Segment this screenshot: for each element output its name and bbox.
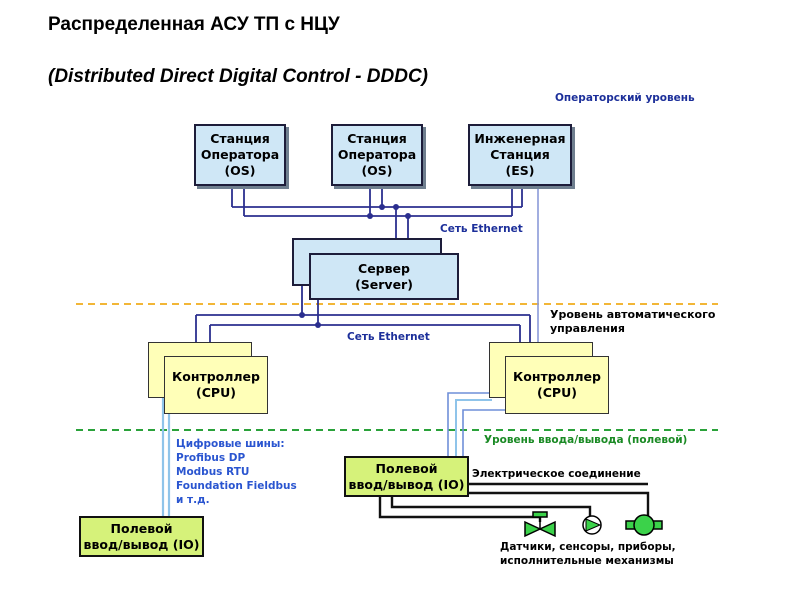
electrical-connection-label: Электрическое соединение bbox=[472, 468, 641, 480]
devices-label: Датчики, сенсоры, приборы, исполнительны… bbox=[500, 540, 676, 568]
field-io-line1: Полевой bbox=[110, 520, 173, 536]
station-line3: (ES) bbox=[505, 163, 535, 178]
engineering-station: Инженерная Станция (ES) bbox=[468, 124, 572, 186]
station-line1: Станция bbox=[210, 131, 270, 146]
fieldbus-lines-right bbox=[447, 392, 505, 456]
field-io-line2: ввод/вывод (IO) bbox=[348, 476, 465, 492]
server-box: Сервер (Server) bbox=[309, 253, 459, 300]
valve-icon bbox=[524, 511, 556, 538]
operator-station-2: Станция Оператора (OS) bbox=[331, 124, 423, 186]
fieldbus-heading: Цифровые шины: bbox=[176, 438, 285, 450]
ethernet-mid-label: Сеть Ethernet bbox=[347, 331, 430, 343]
controller-left: Контроллер (CPU) bbox=[164, 356, 268, 414]
station-line2: Оператора bbox=[337, 147, 417, 162]
server-line1: Сервер bbox=[358, 260, 410, 276]
field-io-left: Полевой ввод/вывод (IO) bbox=[79, 516, 204, 557]
field-io-line1: Полевой bbox=[375, 460, 438, 476]
operator-station-1: Станция Оператора (OS) bbox=[194, 124, 286, 186]
electrical-connection-lines bbox=[378, 482, 650, 522]
field-io-right: Полевой ввод/вывод (IO) bbox=[344, 456, 469, 497]
station-line2: Станция bbox=[490, 147, 550, 162]
fieldbus-item: и т.д. bbox=[176, 494, 210, 506]
field-level-label: Уровень ввода/вывода (полевой) bbox=[484, 434, 688, 446]
station-line2: Оператора bbox=[200, 147, 280, 162]
motor-icon bbox=[625, 514, 663, 536]
fieldbus-item: Profibus DP bbox=[176, 452, 246, 464]
server-line2: (Server) bbox=[355, 276, 413, 292]
station-line3: (OS) bbox=[224, 163, 256, 178]
ethernet-top-label: Сеть Ethernet bbox=[440, 223, 523, 235]
fieldbus-lines-left bbox=[161, 398, 171, 516]
station-line3: (OS) bbox=[361, 163, 393, 178]
automation-level-line2: управления bbox=[550, 322, 625, 335]
page-subtitle: (Distributed Direct Digital Control - DD… bbox=[48, 66, 428, 87]
controller-line1: Контроллер bbox=[513, 369, 601, 384]
station-line1: Станция bbox=[347, 131, 407, 146]
automation-level-line1: Уровень автоматического bbox=[550, 308, 716, 321]
station-line1: Инженерная bbox=[474, 131, 566, 146]
ethernet-bus-mid bbox=[195, 286, 531, 358]
fieldbus-list: Цифровые шины: Profibus DP Modbus RTU Fo… bbox=[176, 437, 297, 507]
automation-level-label: Уровень автоматического управления bbox=[550, 308, 715, 336]
devices-line2: исполнительные механизмы bbox=[500, 555, 674, 567]
field-io-line2: ввод/вывод (IO) bbox=[83, 536, 200, 552]
page-title: Распределенная АСУ ТП с НЦУ bbox=[48, 14, 340, 35]
pump-icon bbox=[582, 515, 602, 535]
fieldbus-item: Foundation Fieldbus bbox=[176, 480, 297, 492]
controller-right: Контроллер (CPU) bbox=[505, 356, 609, 414]
fieldbus-item: Modbus RTU bbox=[176, 466, 250, 478]
controller-line1: Контроллер bbox=[172, 369, 260, 384]
operator-level-label: Операторский уровень bbox=[555, 92, 695, 104]
devices-line1: Датчики, сенсоры, приборы, bbox=[500, 541, 676, 553]
controller-line2: (CPU) bbox=[537, 385, 577, 400]
controller-line2: (CPU) bbox=[196, 385, 236, 400]
